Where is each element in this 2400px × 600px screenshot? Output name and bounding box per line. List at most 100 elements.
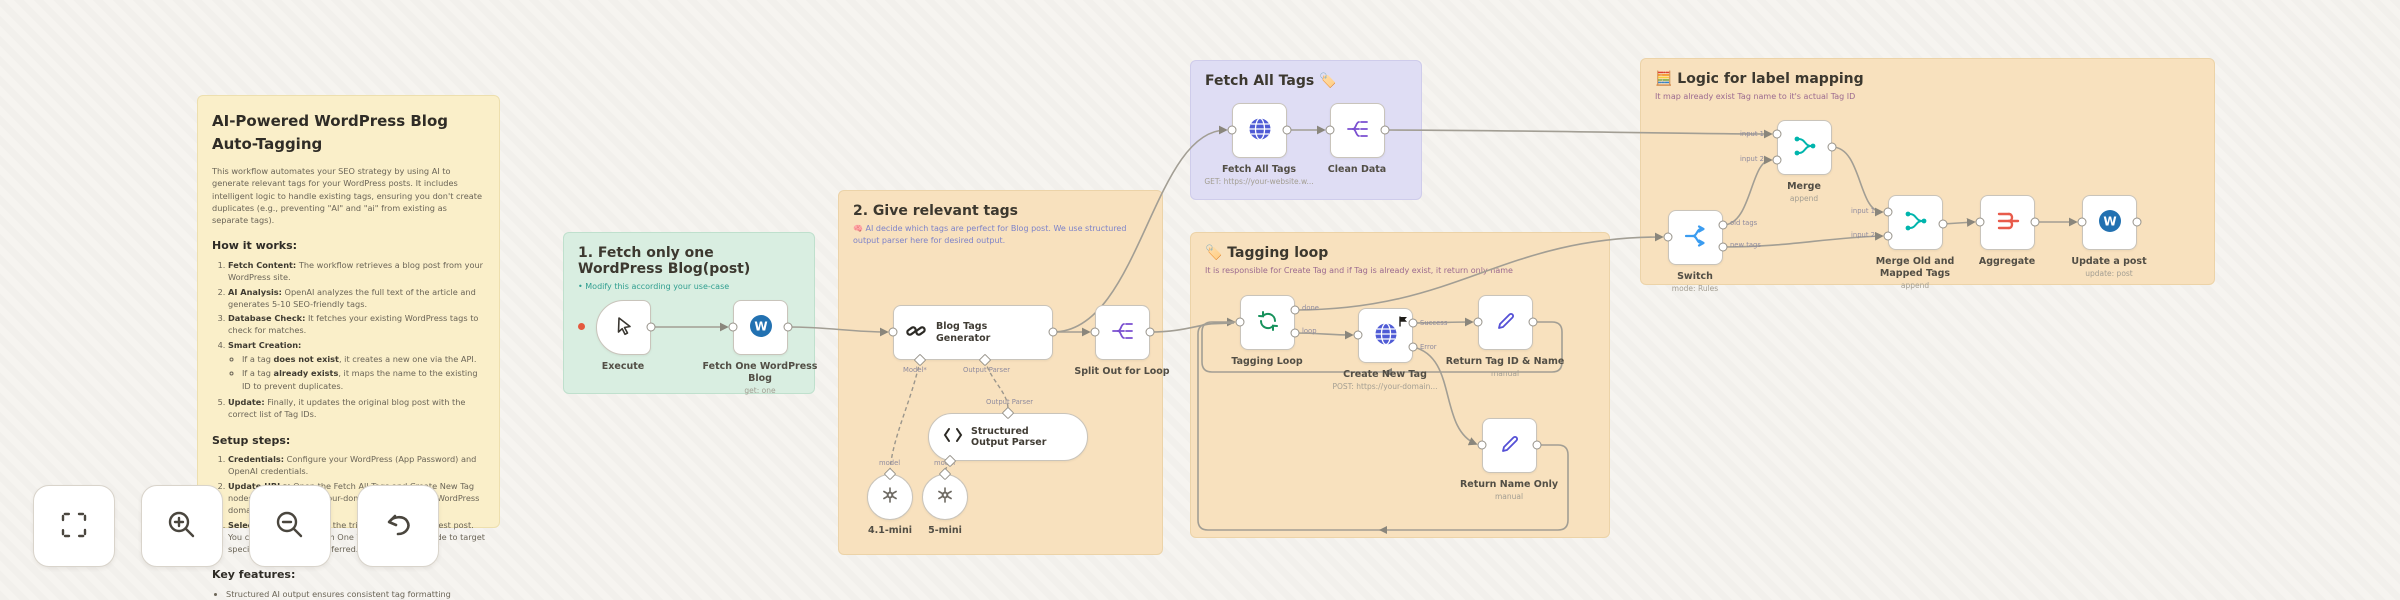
sticky-body: It is responsible for Create Tag and if …	[1205, 266, 1513, 275]
conn-mergemapped-to-aggregate	[1942, 218, 1976, 227]
node-structured-output-parser[interactable]: Structured Output Parser	[928, 413, 1088, 461]
node-update-a-post[interactable]: W	[2082, 195, 2137, 250]
port-out-success[interactable]	[1408, 318, 1418, 328]
conn-generator-to-fetchall	[1052, 125, 1228, 333]
port-in[interactable]	[1325, 125, 1335, 135]
port-out[interactable]	[1145, 327, 1155, 337]
port-out-loop[interactable]	[1290, 328, 1300, 338]
openai-icon	[880, 485, 900, 509]
port-out[interactable]	[1380, 125, 1390, 135]
sticky-title: 1. Fetch only one WordPress Blog(post)	[578, 245, 751, 277]
node-split-out-for-loop[interactable]	[1095, 305, 1150, 360]
port-out[interactable]	[1528, 317, 1538, 327]
svg-text:W: W	[2103, 214, 2116, 228]
node-fetch-one-wordpress-blog[interactable]: W	[733, 300, 788, 355]
node-aggregate[interactable]	[1980, 195, 2035, 250]
conn-loop-loop-to-create	[1294, 330, 1354, 340]
port-in-2[interactable]	[1883, 231, 1893, 241]
reset-zoom-button[interactable]	[357, 485, 439, 567]
port-label-input1: input 1	[1851, 207, 1875, 215]
port-in-2[interactable]	[1772, 155, 1782, 165]
wordpress-icon: W	[2097, 208, 2123, 238]
node-merge-old-and-mapped-tags[interactable]	[1888, 195, 1943, 250]
globe-icon	[1373, 321, 1399, 351]
port-label-success: Success	[1420, 319, 1448, 327]
sticky-note-tagging-loop[interactable]: 🏷️ Tagging loop It is responsible for Cr…	[1190, 232, 1610, 538]
list-item: Database Check: It fetches your existing…	[228, 312, 485, 337]
list-item: Update: Finally, it updates the original…	[228, 396, 485, 421]
conn-loop-done-to-switch	[1294, 232, 1664, 311]
port-in[interactable]	[1090, 327, 1100, 337]
port-out-done[interactable]	[1290, 305, 1300, 315]
sticky-title: 2. Give relevant tags	[853, 203, 1019, 219]
port-out[interactable]	[1282, 125, 1292, 135]
sticky-note-relevant-tags[interactable]: 2. Give relevant tags 🧠 AI decide which …	[838, 190, 1163, 555]
port-out[interactable]	[1532, 440, 1542, 450]
node-execute[interactable]	[596, 300, 651, 355]
node-create-new-tag[interactable]	[1358, 308, 1413, 363]
port-out[interactable]	[2030, 217, 2040, 227]
doc-setup-title: Setup steps:	[212, 433, 291, 447]
port-out[interactable]	[783, 322, 793, 332]
doc-how-title: How it works:	[212, 239, 298, 253]
zoom-out-icon	[274, 509, 306, 544]
port-out-old-tags[interactable]	[1718, 220, 1728, 230]
node-label: Return Tag ID & Name manual	[1445, 356, 1565, 378]
merge-icon	[1903, 209, 1929, 237]
zoom-in-button[interactable]	[141, 485, 223, 567]
port-in[interactable]	[1975, 217, 1985, 227]
node-label: Clean Data	[1327, 164, 1387, 175]
port-in[interactable]	[1477, 440, 1487, 450]
port-out-error[interactable]	[1408, 342, 1418, 352]
node-merge[interactable]	[1777, 120, 1832, 175]
zoom-to-fit-button[interactable]	[33, 485, 115, 567]
svg-text:W: W	[754, 319, 767, 333]
port-out-new-tags[interactable]	[1718, 242, 1728, 252]
port-out[interactable]	[1048, 327, 1058, 337]
wrap-arrow-2	[1379, 526, 1387, 534]
zoom-to-fit-icon	[59, 510, 89, 543]
port-in-1[interactable]	[1772, 129, 1782, 139]
node-openai-model-1[interactable]	[867, 474, 913, 520]
node-fetch-all-tags[interactable]	[1232, 103, 1287, 158]
port-in[interactable]	[1235, 317, 1245, 327]
node-tagging-loop[interactable]	[1240, 295, 1295, 350]
conn-create-success-to-returntag	[1412, 317, 1474, 327]
port-in[interactable]	[1473, 317, 1483, 327]
conn-switch-new-to-mergemapped-in2	[1722, 231, 1884, 248]
zoom-out-button[interactable]	[249, 485, 331, 567]
port-label-old-tags: old tags	[1730, 219, 1758, 227]
node-return-name-only[interactable]	[1482, 418, 1537, 473]
port-in[interactable]	[2077, 217, 2087, 227]
port-in-1[interactable]	[1883, 207, 1893, 217]
port-in[interactable]	[888, 327, 898, 337]
sticky-title: 🧮 Logic for label mapping	[1655, 71, 1864, 87]
node-label: Tagging Loop	[1231, 356, 1303, 367]
node-clean-data[interactable]	[1330, 103, 1385, 158]
conn-create-error-to-returnname	[1412, 346, 1478, 446]
node-label: Switch mode: Rules	[1671, 271, 1719, 293]
sticky-body: It map already exist Tag name to it's ac…	[1655, 92, 1856, 101]
port-label-error: Error	[1420, 343, 1437, 351]
zoom-in-icon	[166, 509, 198, 544]
port-in[interactable]	[728, 322, 738, 332]
split-out-icon	[1111, 320, 1135, 346]
node-return-tag-id-name[interactable]	[1478, 295, 1533, 350]
doc-how-list: Fetch Content: The workflow retrieves a …	[212, 259, 485, 421]
port-in[interactable]	[1227, 125, 1237, 135]
conn-clean-to-merge-in1	[1384, 129, 1773, 139]
node-switch[interactable]	[1668, 210, 1723, 265]
node-label: Split Out for Loop	[1074, 366, 1170, 377]
list-item: Structured AI output ensures consistent …	[226, 588, 485, 600]
node-blog-tags-generator[interactable]: Blog Tags Generator	[893, 305, 1053, 360]
list-item: If a tag already exists, it maps the nam…	[242, 367, 485, 392]
port-in[interactable]	[1353, 330, 1363, 340]
port-out[interactable]	[1938, 219, 1948, 229]
port-out[interactable]	[2132, 217, 2142, 227]
port-out[interactable]	[646, 322, 656, 332]
port-in[interactable]	[1663, 232, 1673, 242]
node-openai-model-2[interactable]	[922, 474, 968, 520]
port-out[interactable]	[1827, 142, 1837, 152]
